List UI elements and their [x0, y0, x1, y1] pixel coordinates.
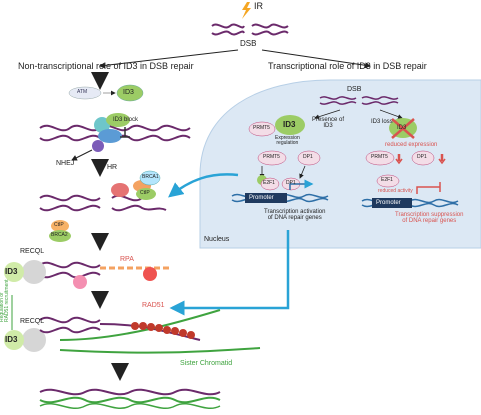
ku-node: [98, 129, 122, 143]
e2f1-node-a: [260, 177, 280, 191]
rad51-label: RAD51: [142, 302, 165, 309]
promoter-box-a: [245, 193, 287, 203]
nucleus-dsb-label: DSB: [347, 86, 362, 93]
reduced-act-label: reduced activity: [378, 188, 413, 194]
promoter-box-b: [372, 198, 412, 208]
top-dna-break: [211, 23, 289, 36]
side-note: Regulation of RAD51 recruitment: [0, 279, 10, 322]
recql-node-2: [22, 328, 46, 352]
id3-nucleus-label: ID3: [283, 120, 296, 129]
ctip-node: [136, 188, 156, 200]
expr-reg-label: Expression regulation: [275, 135, 300, 146]
right-title: Transcriptional role of ID3 in DSB repai…: [268, 61, 427, 71]
ir-label: IR: [254, 1, 263, 11]
dp1-node-c: [411, 150, 435, 166]
hr-label: HR: [107, 164, 118, 171]
prmt5-label-c: PRMT5: [371, 154, 388, 160]
prmt5-node-c: [365, 150, 395, 166]
ctip-label-2: CtIP: [54, 222, 64, 228]
id3-loss-label: ID3 loss: [371, 119, 393, 125]
sister-chromatid-label: Sister Chromatid: [180, 360, 233, 367]
dp1-label-b: DP1: [286, 180, 296, 186]
mrn-node: [94, 117, 110, 133]
brca2-label: BRCA2: [51, 232, 68, 238]
id3-node-nucleus: [275, 115, 305, 135]
prmt5-label-b: PRMT5: [263, 154, 280, 160]
id3-crossed-label: ID3: [397, 125, 407, 131]
recql-node-1: [22, 260, 46, 284]
id3-side-label-2: ID3: [5, 335, 18, 344]
dna-segment-bottom: [39, 388, 221, 409]
mre11-node: [111, 183, 129, 197]
e2f1-label-b: E2F1: [381, 177, 393, 183]
ctip-label: CtIP: [140, 190, 150, 196]
left-title: Non-transcriptional role of ID3 in DSB r…: [18, 61, 194, 71]
suppression-label: Transcription suppression of DNA repair …: [395, 212, 464, 224]
rpa-label: RPA: [120, 256, 134, 263]
id3-side-label-1: ID3: [5, 267, 18, 276]
dp1-node-a: [297, 150, 321, 166]
brca1-label: BRCA1: [142, 174, 159, 180]
dna-segment-rad51: [39, 309, 261, 354]
arrow-to-right: [261, 49, 371, 69]
rad51-filament: [131, 322, 195, 339]
id3-side-node-1: [4, 262, 24, 282]
atm-node: [68, 86, 102, 100]
nucleus-label: Nucleus: [204, 236, 230, 243]
blue-arrow-to-brca1: [168, 173, 239, 198]
prmt5-label-a: PRMT5: [253, 125, 270, 131]
id3-block-label: ID3 block: [113, 117, 139, 123]
id3-label-top: ID3: [123, 89, 134, 96]
blue-arrow-to-rad51: [169, 230, 290, 316]
arrow-to-left: [99, 49, 239, 69]
e2f1-label-a: E2F1: [263, 180, 275, 186]
dna-segment-2: [39, 194, 167, 212]
prmt5-node-a: [248, 121, 276, 137]
nucleus-dsb-dna: [319, 96, 399, 105]
promoter-label-a: Promoter: [249, 195, 274, 201]
reduced-expr-label: reduced expression: [385, 142, 438, 148]
dp1-label-a: DP1: [303, 154, 313, 160]
id3-node-block: [106, 113, 130, 127]
ctip-node-2: [51, 220, 69, 232]
brca2-node: [49, 230, 71, 242]
rpa-node-a: [73, 275, 87, 289]
dsb-label-top: DSB: [240, 39, 257, 48]
recql-label-2: RECQL: [20, 318, 45, 325]
nhej-label: NHEJ: [56, 160, 75, 167]
dp1-label-c: DP1: [417, 154, 427, 160]
promoter-label-b: Promoter: [376, 200, 401, 206]
lightning-icon: [242, 2, 251, 19]
atm-label: ATM: [77, 89, 88, 95]
prmt5-node-b: [257, 150, 287, 166]
brca1-node: [139, 170, 161, 186]
activation-label: Transcription activation of DNA repair g…: [264, 209, 326, 221]
rpa-node-b: [143, 267, 157, 281]
presence-label: Presence of ID3: [312, 117, 345, 129]
dnapk-node: [92, 140, 104, 152]
id3-node-top: [116, 84, 144, 102]
dna-segment-rpa: [39, 261, 170, 279]
e2f1-node-b: [376, 174, 400, 188]
id3-side-node-2: [4, 330, 24, 350]
recql-label-1: RECQL: [20, 248, 45, 255]
